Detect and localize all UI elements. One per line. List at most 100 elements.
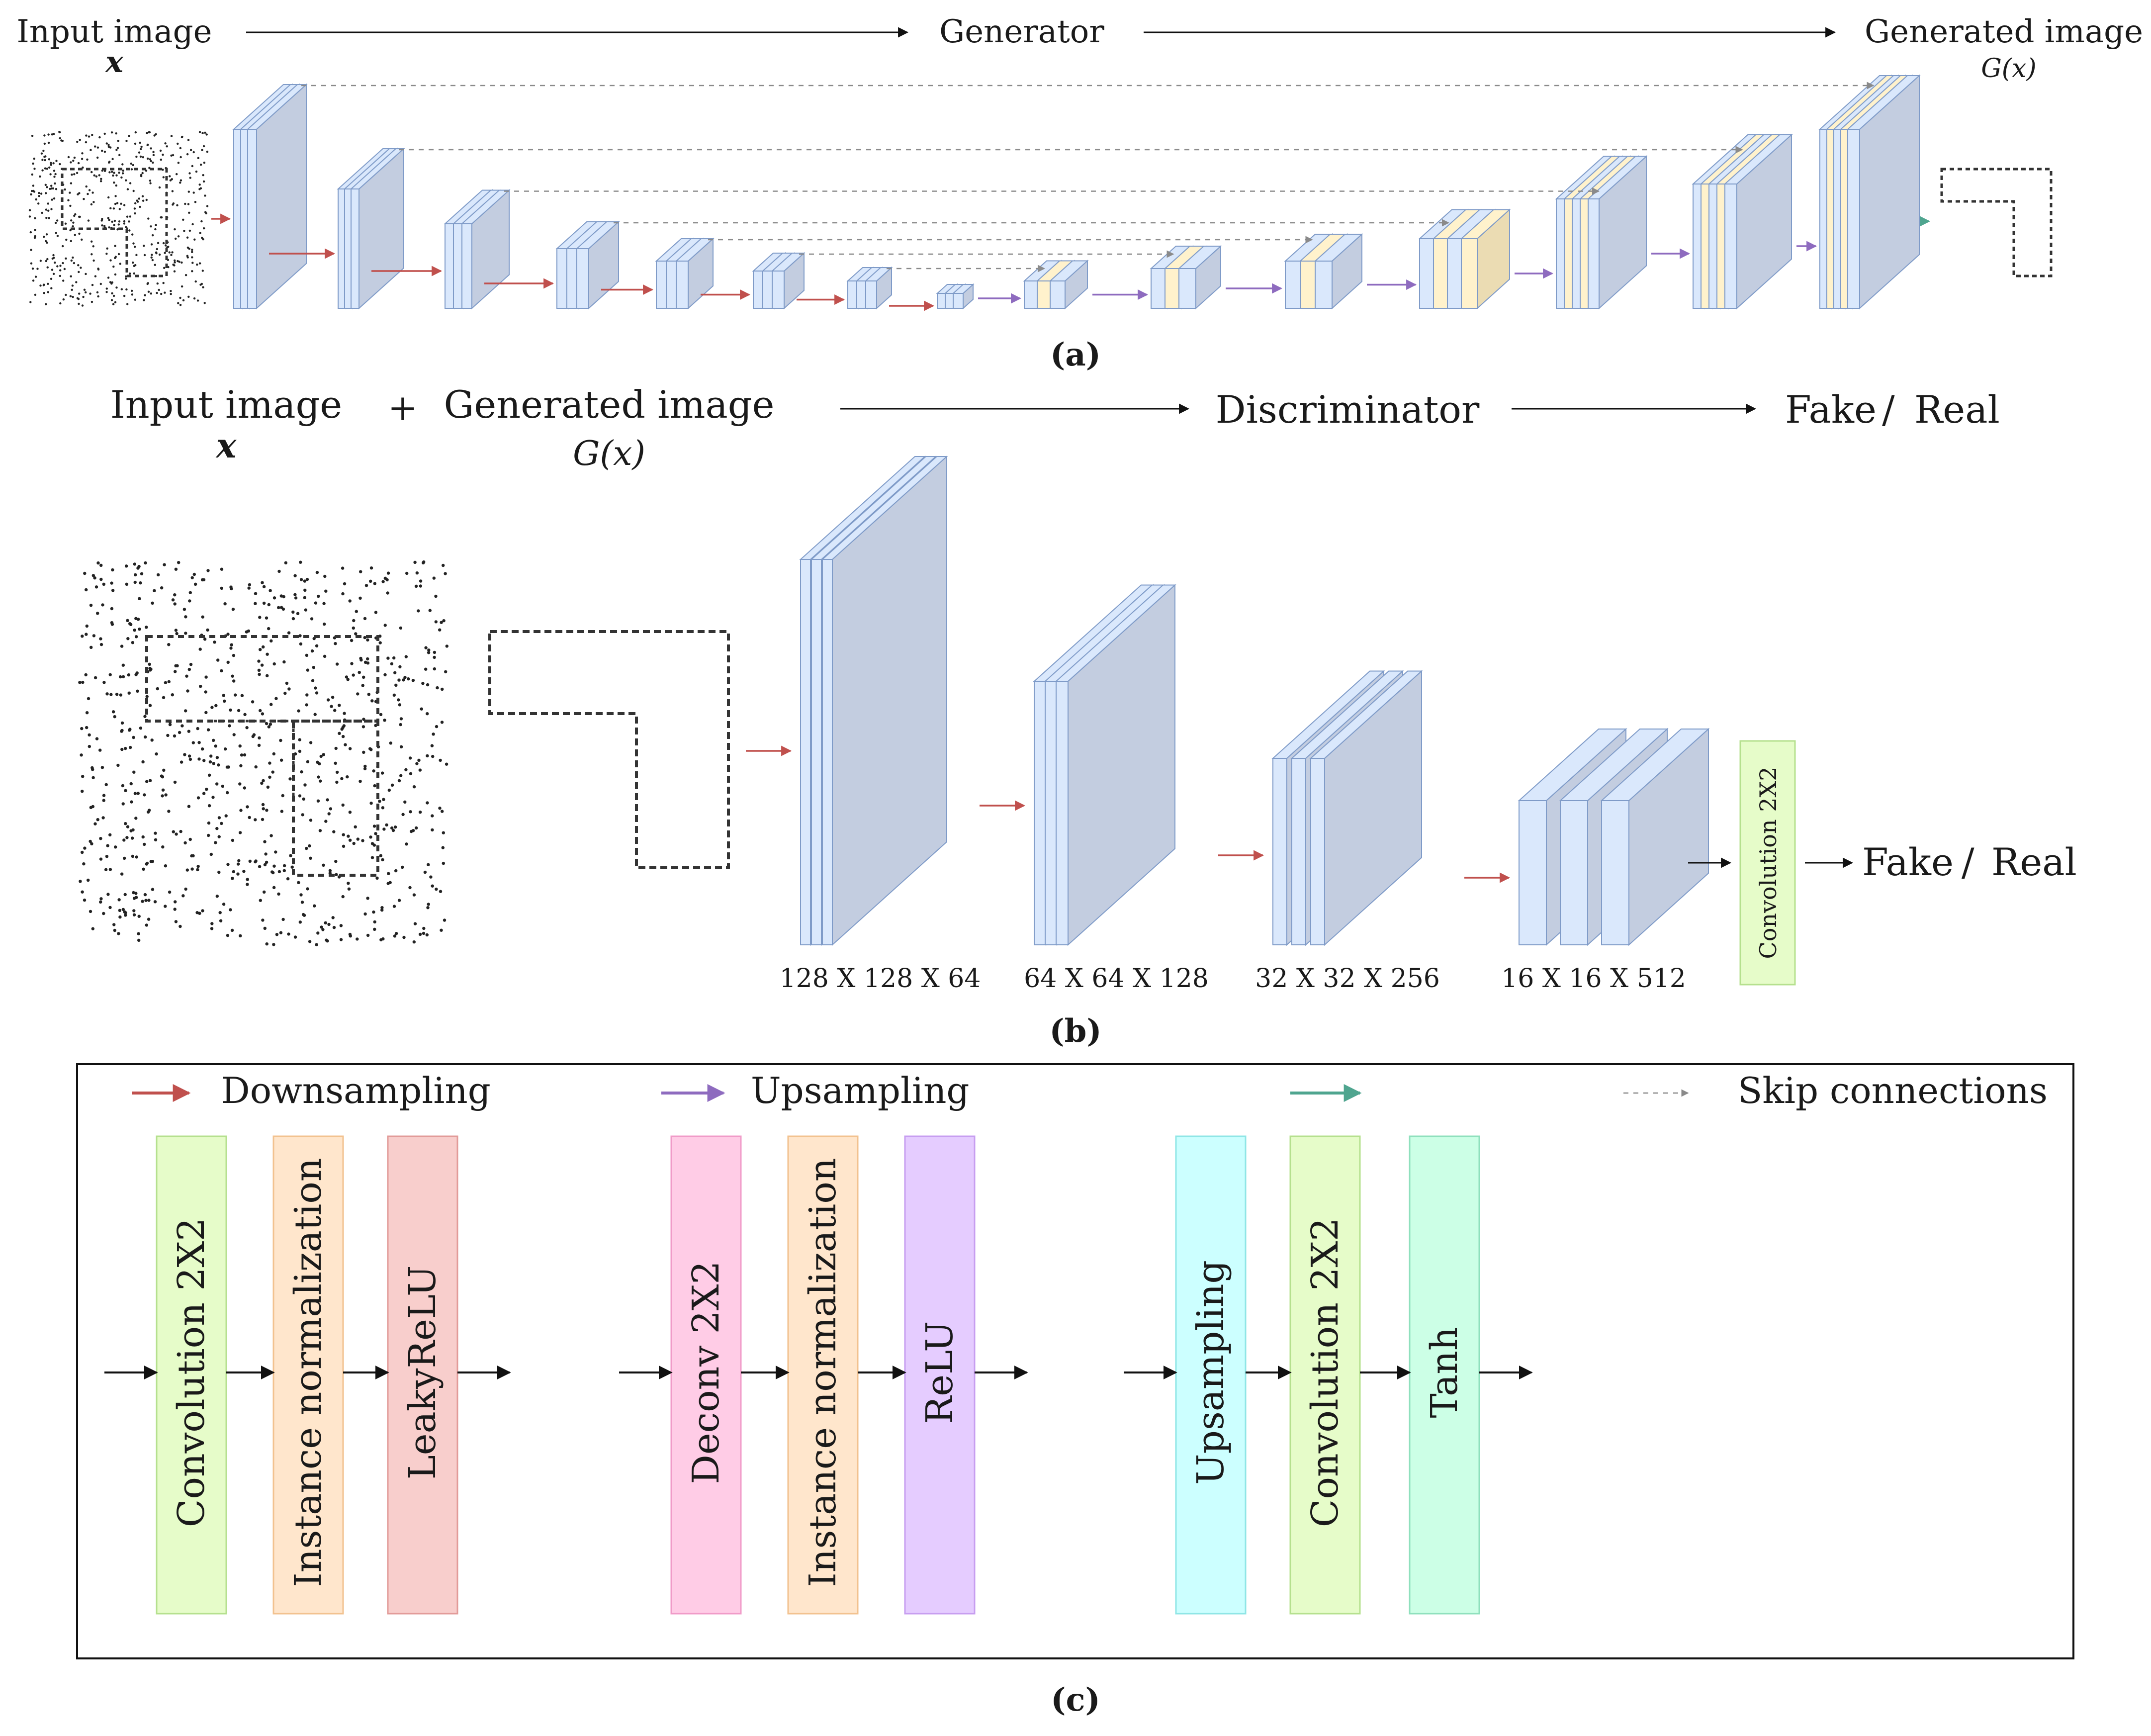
noise-dot — [62, 279, 65, 282]
noise-dot — [167, 643, 171, 646]
noise-dot — [387, 872, 390, 875]
noise-dot — [175, 632, 179, 636]
noise-dot — [316, 931, 320, 935]
noise-dot — [135, 156, 138, 158]
noise-dot — [120, 872, 124, 876]
noise-dot — [204, 675, 208, 679]
noise-dot — [189, 149, 192, 151]
noise-dot — [121, 675, 125, 679]
noise-dot — [303, 596, 306, 600]
noise-dot — [139, 581, 142, 585]
noise-dot — [341, 803, 345, 807]
noise-dot — [154, 228, 157, 231]
noise-dot — [90, 842, 93, 846]
noise-dot — [319, 779, 322, 783]
noise-dot — [282, 869, 286, 873]
noise-dot — [303, 783, 307, 787]
noise-dot — [432, 576, 436, 580]
noise-dot — [196, 263, 198, 266]
noise-dot — [145, 780, 149, 783]
noise-dot — [327, 922, 331, 926]
noise-dot — [168, 723, 172, 727]
noise-dot — [118, 915, 122, 919]
noise-dot — [326, 798, 329, 802]
noise-dot — [44, 167, 47, 170]
noise-dot — [118, 172, 120, 174]
noise-dot — [90, 240, 93, 243]
noise-dot — [335, 770, 339, 774]
noise-dot — [313, 904, 316, 908]
noise-dot — [51, 269, 54, 271]
noise-dot — [132, 770, 136, 774]
noise-dot — [96, 291, 99, 294]
noise-dot — [141, 835, 145, 839]
noise-dot — [78, 292, 81, 295]
noise-dot — [157, 242, 160, 244]
noise-dot — [47, 133, 50, 136]
noise-dot — [363, 912, 367, 916]
noise-dot — [134, 896, 138, 899]
noise-dot — [36, 268, 39, 270]
noise-dot — [176, 204, 179, 206]
noise-dot — [148, 704, 152, 707]
noise-dot — [149, 158, 152, 161]
noise-dot — [188, 837, 192, 841]
noise-dot — [44, 159, 46, 162]
noise-dot — [426, 801, 429, 805]
panel-a-caption: (a) — [1050, 336, 1101, 373]
noise-dot — [386, 656, 390, 660]
noise-dot — [70, 182, 73, 184]
noise-dot — [223, 747, 227, 751]
noise-dot — [34, 217, 36, 220]
noise-dot — [229, 708, 232, 712]
noise-dot — [113, 928, 116, 932]
noise-dot — [266, 674, 269, 678]
noise-dot — [72, 221, 75, 224]
noise-dot — [138, 597, 141, 601]
noise-dot — [179, 829, 182, 833]
noise-dot — [125, 836, 129, 839]
noise-dot — [112, 207, 115, 210]
noise-dot — [79, 139, 81, 141]
noise-dot — [184, 202, 186, 205]
noise-dot — [123, 910, 126, 914]
noise-dot — [186, 255, 188, 257]
panel-a-output-image — [1940, 168, 2053, 277]
noise-dot — [42, 150, 45, 152]
noise-dot — [123, 220, 126, 223]
noise-dot — [188, 757, 192, 761]
panel-b-generated-image — [488, 630, 730, 869]
noise-dot — [248, 859, 252, 863]
noise-dot — [191, 256, 193, 259]
noise-dot — [394, 683, 398, 687]
noise-dot — [143, 842, 146, 846]
noise-dot — [120, 202, 122, 205]
noise-dot — [298, 920, 302, 924]
noise-dot — [305, 653, 309, 657]
noise-dot — [289, 854, 292, 857]
noise-dot — [119, 693, 123, 697]
fake-label-top: Fake — [1785, 387, 1877, 432]
noise-dot — [187, 730, 190, 733]
noise-dot — [108, 161, 110, 164]
noise-dot — [32, 162, 34, 165]
noise-dot — [196, 727, 199, 731]
noise-dot — [131, 293, 134, 296]
noise-dot — [149, 668, 152, 672]
noise-dot — [93, 822, 97, 825]
noise-dot — [184, 887, 187, 891]
noise-dot — [99, 897, 103, 901]
noise-dot — [141, 900, 144, 903]
noise-dot — [239, 764, 243, 768]
noise-dot — [201, 149, 203, 151]
noise-dot — [236, 872, 240, 876]
noise-dot — [201, 132, 204, 134]
noise-dot — [78, 192, 81, 194]
noise-dot — [45, 208, 48, 211]
noise-dot — [107, 196, 110, 199]
noise-dot — [196, 299, 199, 302]
noise-dot — [372, 769, 375, 773]
noise-dot — [91, 574, 95, 577]
noise-dot — [59, 302, 62, 305]
noise-dot — [414, 584, 418, 588]
